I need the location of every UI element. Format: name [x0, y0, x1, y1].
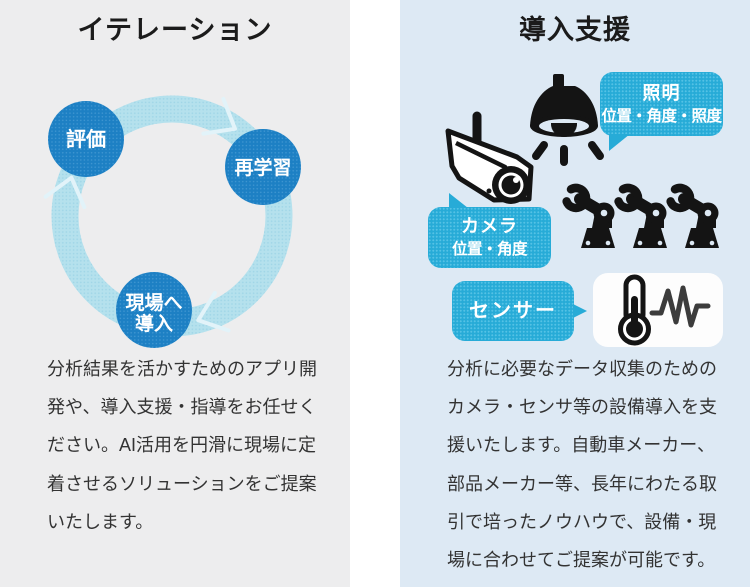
security-camera-icon — [445, 111, 534, 204]
lighting-callout-detail: 位置・角度・照度 — [601, 107, 722, 125]
cycle-step-deployment-label-1: 現場へ — [125, 292, 182, 314]
support-illustration — [445, 74, 750, 347]
sensor-callout: センサー — [452, 281, 587, 341]
camera-callout-detail: 位置・角度 — [451, 241, 528, 259]
camera-callout: カメラ 位置・角度 — [428, 193, 551, 268]
lighting-callout-title: 照明 — [642, 82, 681, 103]
camera-callout-title: カメラ — [461, 216, 518, 237]
lighting-callout: 照明 位置・角度・照度 — [600, 72, 723, 151]
iteration-description: 分析結果を活かすためのアプリ開発や、導入支援・指導をお任せください。AI活用を円… — [47, 359, 317, 532]
arrow-icon — [43, 175, 87, 209]
arrow-icon — [201, 96, 238, 136]
cycle-step-evaluation — [48, 101, 124, 177]
pendant-light-icon — [530, 74, 604, 166]
support-description: 分析に必要なデータ収集のためのカメラ・センサ等の設備導入を支援いたします。自動車… — [447, 359, 717, 571]
cycle-step-deployment — [116, 272, 192, 348]
waveform-icon — [649, 285, 711, 328]
thermometer-waveform-icon — [593, 273, 723, 347]
arrow-icon — [196, 290, 231, 333]
cycle-step-deployment-label-2: 導入 — [135, 312, 173, 335]
iteration-title: イテレーション — [77, 15, 273, 45]
support-title: 導入支援 — [519, 15, 631, 45]
sensor-callout-title: センサー — [469, 300, 557, 322]
cycle-step-retraining-label: 再学習 — [234, 156, 291, 179]
support-panel: 導入支援 — [400, 0, 750, 587]
cycle-arrow-icons — [43, 96, 238, 333]
iteration-cycle-diagram: 評価 再学習 現場へ 導入 — [43, 95, 301, 348]
cycle-step-retraining — [225, 129, 301, 205]
robot-arms-icon — [562, 188, 719, 248]
cycle-step-evaluation-label: 評価 — [66, 127, 106, 151]
iteration-panel: イテレーション — [0, 0, 350, 587]
